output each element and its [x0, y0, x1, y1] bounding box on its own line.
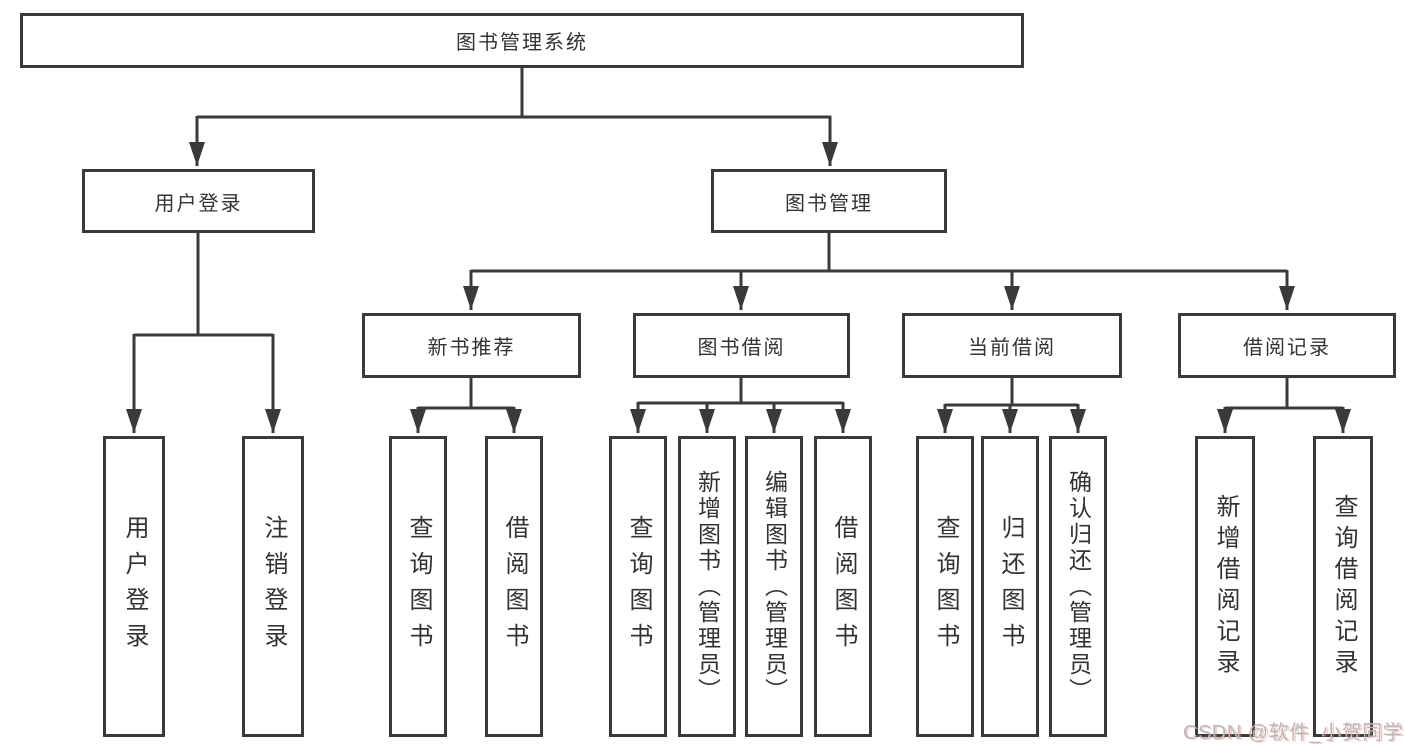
leaf-query-books-borrowing: 查询图书 [609, 436, 667, 737]
leaf-label: 新增借阅记录 [1212, 493, 1239, 680]
node-new-book-recommend: 新书推荐 [362, 313, 581, 378]
node-label: 图书管理 [785, 192, 873, 215]
leaf-label: 用户登录 [121, 514, 148, 659]
connectors-borrowing-records [1217, 378, 1351, 433]
leaf-query-books-current: 查询图书 [916, 436, 974, 737]
leaf-label: 查询图书 [932, 514, 959, 659]
leaf-edit-books-admin: 编辑图书（管理员） [745, 436, 803, 737]
leaf-label: 确认归还（管理员） [1065, 469, 1092, 704]
leaf-return-books: 归还图书 [981, 436, 1039, 737]
connectors-root [189, 68, 838, 166]
leaf-label: 借阅图书 [830, 514, 857, 659]
connectors-book-borrowing [630, 378, 851, 433]
leaf-label: 注销登录 [260, 514, 287, 659]
connectors-book-management [463, 233, 1295, 310]
leaf-query-books-recommend: 查询图书 [389, 436, 447, 737]
leaf-logout: 注销登录 [242, 436, 304, 737]
node-book-borrowing: 图书借阅 [633, 313, 850, 378]
node-book-management: 图书管理 [711, 169, 947, 233]
connectors-new-book-recommend [410, 378, 522, 433]
node-user-login: 用户登录 [82, 169, 315, 233]
connectors-current-borrowing [937, 378, 1086, 433]
node-label: 新书推荐 [427, 337, 516, 359]
leaf-user-login: 用户登录 [103, 436, 165, 737]
node-label: 用户登录 [154, 192, 243, 215]
leaf-add-borrow-record: 新增借阅记录 [1195, 436, 1255, 737]
node-current-borrowing: 当前借阅 [902, 313, 1122, 378]
leaf-borrow-books: 借阅图书 [814, 436, 872, 737]
leaf-query-borrow-record: 查询借阅记录 [1313, 436, 1373, 737]
node-label: 图书管理系统 [456, 32, 588, 54]
leaf-label: 归还图书 [997, 514, 1024, 659]
leaf-label: 查询图书 [625, 514, 652, 659]
leaf-add-books-admin: 新增图书（管理员） [678, 436, 736, 737]
leaf-label: 查询图书 [405, 514, 432, 659]
leaf-label: 编辑图书（管理员） [761, 469, 788, 704]
leaf-label: 新增图书（管理员） [694, 469, 721, 704]
csdn-watermark: CSDN @软件_小贺同学 [1183, 722, 1404, 744]
connectors-user-login [126, 233, 281, 433]
leaf-label: 借阅图书 [501, 514, 528, 659]
leaf-borrow-books-recommend: 借阅图书 [485, 436, 543, 737]
node-borrowing-records: 借阅记录 [1178, 313, 1396, 378]
node-label: 借阅记录 [1243, 337, 1331, 359]
leaf-label: 查询借阅记录 [1330, 493, 1357, 680]
node-library-management-system: 图书管理系统 [20, 13, 1024, 68]
node-label: 当前借阅 [968, 337, 1056, 359]
node-label: 图书借阅 [697, 337, 786, 359]
leaf-confirm-return-admin: 确认归还（管理员） [1049, 436, 1107, 737]
